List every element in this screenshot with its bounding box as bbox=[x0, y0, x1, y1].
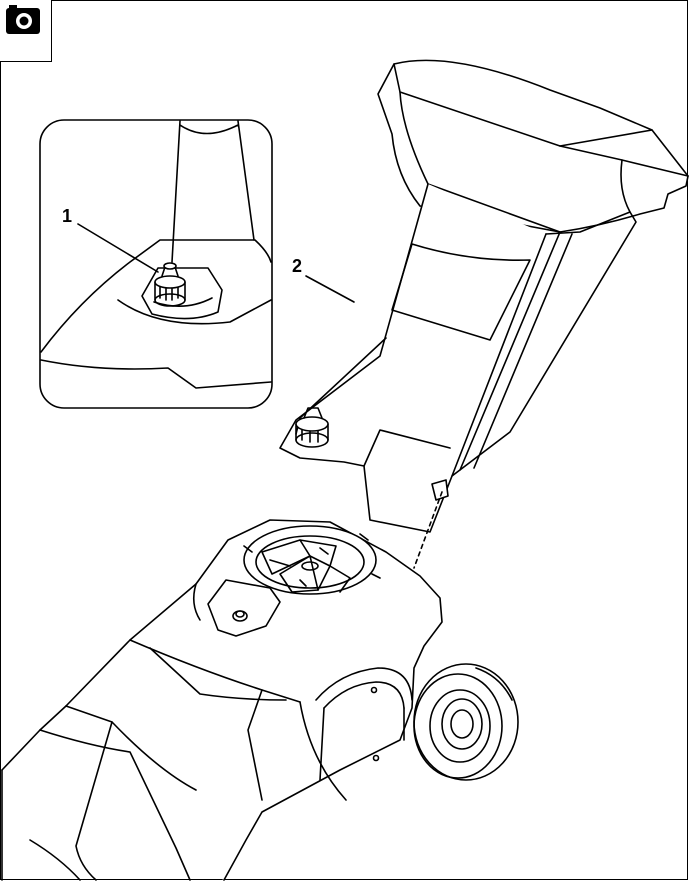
callout-2-label: 2 bbox=[292, 256, 302, 276]
hopper-funnel bbox=[279, 59, 689, 533]
alignment-line bbox=[413, 491, 443, 569]
knob-detail bbox=[154, 262, 186, 307]
shredder-body bbox=[1, 519, 443, 881]
camera-icon-box bbox=[0, 0, 52, 62]
callout-2-leader bbox=[305, 275, 355, 303]
callout-1-label: 1 bbox=[62, 206, 72, 226]
callout-1-leader bbox=[77, 223, 159, 273]
wheel bbox=[413, 663, 519, 781]
camera-icon bbox=[6, 5, 40, 34]
hopper-knob bbox=[295, 407, 329, 448]
detail-inset bbox=[39, 119, 273, 409]
cutting-blades-opening bbox=[243, 525, 381, 595]
